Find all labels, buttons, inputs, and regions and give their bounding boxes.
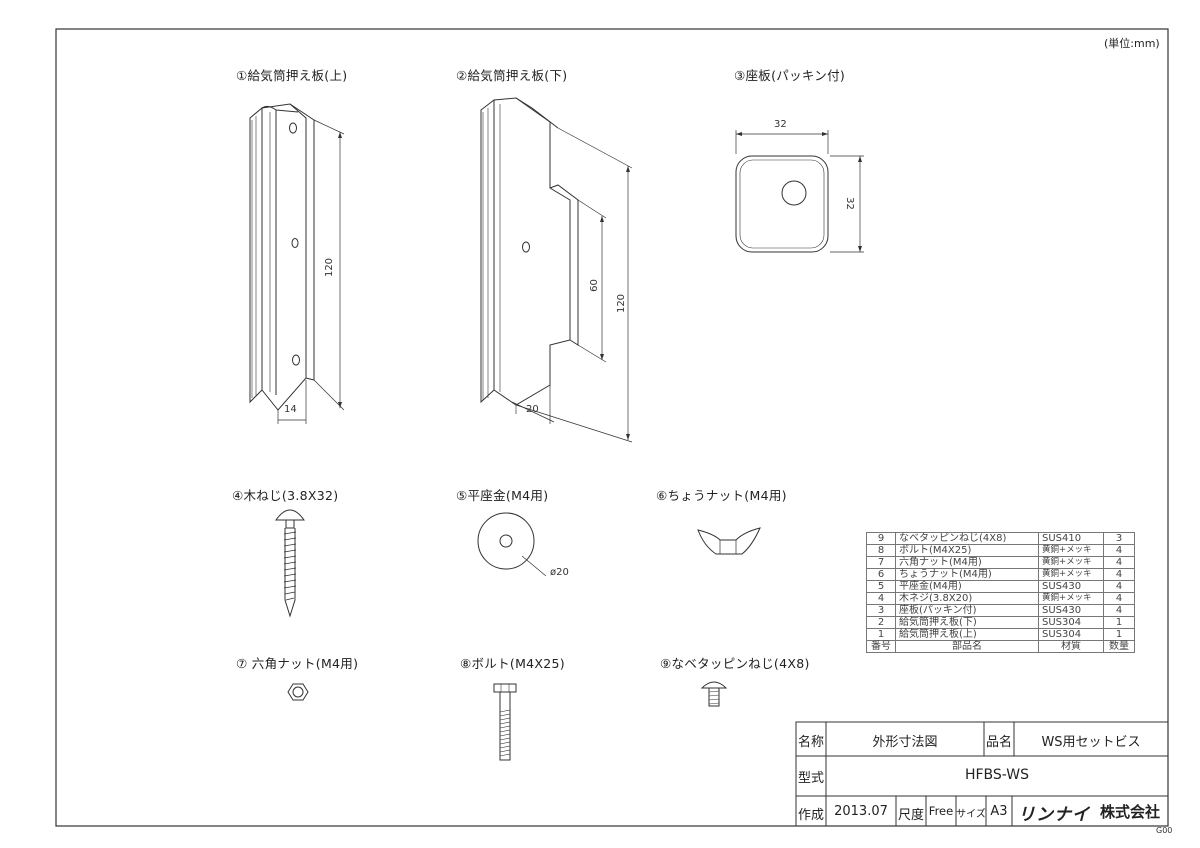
row-name: 平座金(M4用) bbox=[895, 580, 1039, 593]
header-qty: 数量 bbox=[1103, 640, 1135, 653]
dim-p2-inner: 60 bbox=[588, 279, 600, 292]
company-logo: リンナイ bbox=[1018, 805, 1090, 825]
row-no: 9 bbox=[866, 532, 896, 545]
part2-bracket-drawing bbox=[480, 97, 633, 443]
row-material: 黄銅+メッキ bbox=[1038, 556, 1104, 569]
row-no: 7 bbox=[866, 556, 896, 569]
header-name: 部品名 bbox=[895, 640, 1039, 653]
row-qty: 3 bbox=[1103, 532, 1135, 545]
part4-screw-drawing bbox=[275, 509, 305, 618]
part3-plate-drawing bbox=[735, 130, 864, 253]
part8-bolt-drawing bbox=[493, 683, 517, 761]
row-name: 給気筒押え板(下) bbox=[895, 616, 1039, 629]
title-product-value: WS用セットビス bbox=[1041, 735, 1141, 750]
part-label-5: ⑤平座金(M4用) bbox=[456, 488, 549, 503]
title-size-label: サイズ bbox=[956, 809, 986, 820]
title-model-value: HFBS-WS bbox=[964, 767, 1030, 783]
row-material: SUS430 bbox=[1038, 604, 1104, 617]
row-qty: 4 bbox=[1103, 568, 1135, 581]
part1-bracket-drawing bbox=[249, 103, 345, 424]
dim-p2-length: 120 bbox=[616, 293, 628, 314]
row-material: 黄銅+メッキ bbox=[1038, 568, 1104, 581]
row-material: SUS410 bbox=[1038, 532, 1104, 545]
row-qty: 1 bbox=[1103, 628, 1135, 641]
row-qty: 4 bbox=[1103, 556, 1135, 569]
part-label-1: ①給気筒押え板(上) bbox=[236, 68, 348, 83]
part9-tapscrew-drawing bbox=[700, 681, 728, 707]
unit-note: (単位:mm) bbox=[1104, 37, 1160, 50]
row-name: 座板(パッキン付) bbox=[895, 604, 1039, 617]
header-material: 材質 bbox=[1038, 640, 1104, 653]
row-name: ボルト(M4X25) bbox=[895, 544, 1039, 557]
row-qty: 4 bbox=[1103, 592, 1135, 605]
row-material: 黄銅+メッキ bbox=[1038, 592, 1104, 605]
row-no: 4 bbox=[866, 592, 896, 605]
table-header-row: 番号部品名材質数量 bbox=[866, 640, 1135, 653]
row-material: SUS304 bbox=[1038, 616, 1104, 629]
title-block-lines bbox=[795, 721, 1169, 827]
company-suffix: 株式会社 bbox=[1099, 803, 1160, 821]
part5-washer-drawing bbox=[477, 512, 547, 577]
part-label-3: ③座板(パッキン付) bbox=[734, 68, 846, 83]
corner-code: G00 bbox=[1156, 826, 1173, 835]
title-made-label: 作成 bbox=[797, 808, 824, 823]
row-qty: 4 bbox=[1103, 580, 1135, 593]
dim-p5-dia: ø20 bbox=[550, 567, 569, 578]
row-material: SUS430 bbox=[1038, 580, 1104, 593]
row-no: 2 bbox=[866, 616, 896, 629]
part-label-7: ⑦ 六角ナット(M4用) bbox=[236, 656, 359, 671]
row-name: ちょうナット(M4用) bbox=[895, 568, 1039, 581]
row-qty: 1 bbox=[1103, 616, 1135, 629]
row-no: 6 bbox=[866, 568, 896, 581]
title-name-label: 名称 bbox=[797, 735, 824, 750]
title-made-value: 2013.07 bbox=[834, 804, 888, 819]
row-no: 5 bbox=[866, 580, 896, 593]
row-material: SUS304 bbox=[1038, 628, 1104, 641]
header-no: 番号 bbox=[866, 640, 896, 653]
title-product-label: 品名 bbox=[985, 735, 1012, 750]
row-no: 1 bbox=[866, 628, 896, 641]
row-no: 3 bbox=[866, 604, 896, 617]
row-name: なベタッピンねじ(4X8) bbox=[895, 532, 1039, 545]
sheet-frame bbox=[55, 28, 1169, 827]
part-label-6: ⑥ちょうナット(M4用) bbox=[656, 488, 787, 503]
title-scale-value: Free bbox=[928, 804, 954, 818]
row-no: 8 bbox=[866, 544, 896, 557]
part-label-8: ⑧ボルト(M4X25) bbox=[460, 656, 565, 671]
title-size-value: A3 bbox=[990, 804, 1008, 819]
title-model-label: 型式 bbox=[797, 771, 824, 786]
part6-wingnut-drawing bbox=[697, 527, 761, 555]
part-label-9: ⑨なベタッピンねじ(4X8) bbox=[660, 656, 810, 671]
row-name: 給気筒押え板(上) bbox=[895, 628, 1039, 641]
title-name-value: 外形寸法図 bbox=[872, 735, 938, 750]
dim-p1-width: 14 bbox=[284, 404, 297, 415]
part-label-2: ②給気筒押え板(下) bbox=[456, 68, 568, 83]
dim-p3-width: 32 bbox=[774, 119, 787, 130]
row-name: 木ネジ(3.8X20) bbox=[895, 592, 1039, 605]
part-label-4: ④木ねじ(3.8X32) bbox=[232, 488, 339, 503]
row-qty: 4 bbox=[1103, 544, 1135, 557]
row-qty: 4 bbox=[1103, 604, 1135, 617]
dim-p1-length: 120 bbox=[324, 257, 336, 278]
part7-hexnut-drawing bbox=[287, 683, 309, 701]
row-name: 六角ナット(M4用) bbox=[895, 556, 1039, 569]
dim-p2-width: 20 bbox=[526, 404, 539, 415]
dim-p3-height: 32 bbox=[843, 197, 855, 210]
row-material: 黄銅+メッキ bbox=[1038, 544, 1104, 557]
title-scale-label: 尺度 bbox=[897, 808, 924, 823]
